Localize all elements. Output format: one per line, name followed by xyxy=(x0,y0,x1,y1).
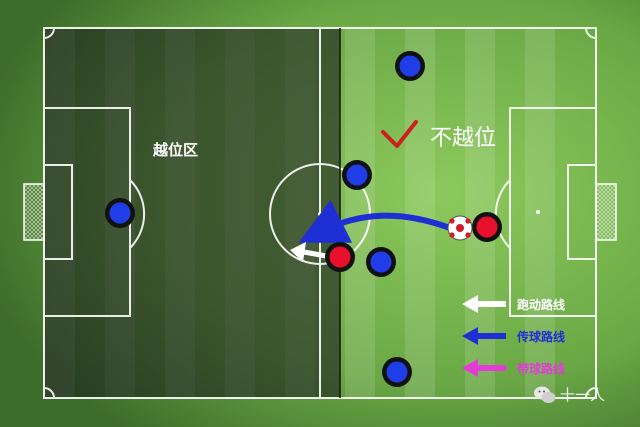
offside-zone-label: 越位区 xyxy=(153,141,199,159)
player-blue xyxy=(342,160,372,190)
onside-label: 不越位 xyxy=(430,126,497,151)
player-blue xyxy=(382,357,412,387)
legend-run-arrow xyxy=(462,295,506,313)
check-icon xyxy=(381,120,418,148)
legend-pass-label: 传球路线 xyxy=(517,330,566,344)
left-goal xyxy=(23,183,45,241)
watermark: 十一人 xyxy=(560,386,606,404)
offside-zone-shade xyxy=(44,28,340,398)
player-red xyxy=(325,242,355,272)
wechat-icon xyxy=(534,386,556,403)
player-blue xyxy=(366,247,396,277)
legend-run-label: 跑动路线 xyxy=(517,298,566,312)
player-blue xyxy=(395,51,425,81)
right-goal xyxy=(595,183,617,241)
run-route-arrow xyxy=(290,242,329,262)
right-penalty-spot xyxy=(536,210,540,214)
player-red xyxy=(472,212,502,242)
ball-icon xyxy=(447,215,473,241)
player-blue xyxy=(105,198,135,228)
center-spot xyxy=(318,212,322,216)
legend-dribble-arrow xyxy=(462,359,506,377)
legend-pass-arrow xyxy=(462,327,506,345)
legend-dribble-label: 带球路线 xyxy=(517,362,566,376)
pass-route-arrow xyxy=(298,199,453,243)
